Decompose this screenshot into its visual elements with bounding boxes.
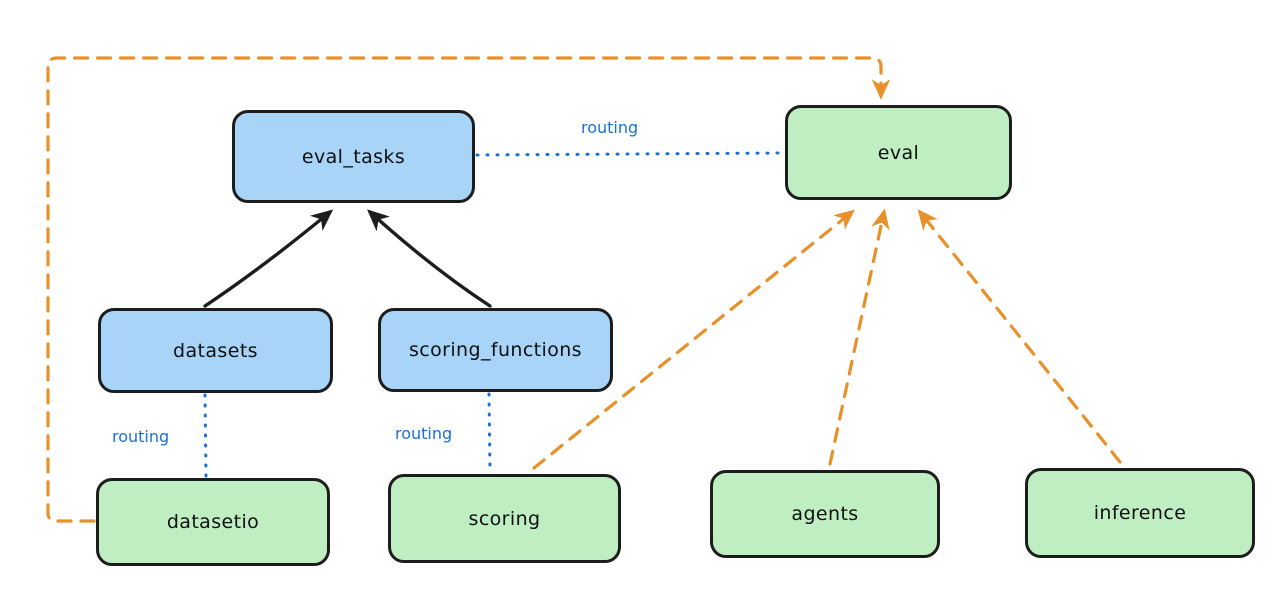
edge-scoring-functions-to-eval-tasks [367, 209, 492, 308]
node-eval-tasks-label: eval_tasks [301, 145, 406, 168]
node-scoring-functions[interactable]: scoring_functions [378, 308, 613, 392]
edge-scoring-to-eval [532, 209, 855, 470]
edge-datasets-to-eval-tasks [203, 209, 334, 308]
edge-datasetio-to-eval [46, 56, 891, 523]
node-scoring-functions-label: scoring_functions [409, 339, 582, 361]
node-eval-tasks[interactable]: eval_tasks [232, 110, 475, 203]
node-inference-label: inference [1093, 502, 1187, 524]
node-agents-label: agents [791, 503, 859, 525]
node-eval-label: eval [877, 141, 920, 164]
edge-agents-to-eval [828, 208, 890, 466]
edge-label-scoring-functions-routing: routing [392, 424, 456, 443]
edge-inference-to-eval [917, 209, 1122, 464]
edge-scoring-functions-to-scoring [487, 392, 492, 474]
edge-label-datasets-routing: routing [109, 427, 173, 446]
node-datasets[interactable]: datasets [98, 308, 333, 393]
edge-label-eval-tasks-routing: routing [578, 118, 642, 137]
edge-datasets-to-datasetio [203, 393, 208, 478]
node-scoring-label: scoring [468, 507, 541, 530]
node-agents[interactable]: agents [710, 470, 940, 558]
node-datasetio-label: datasetio [166, 511, 260, 533]
node-eval[interactable]: eval [785, 105, 1012, 200]
node-scoring[interactable]: scoring [388, 474, 621, 563]
node-inference[interactable]: inference [1025, 468, 1255, 558]
edge-eval-tasks-to-eval [475, 151, 785, 157]
node-datasets-label: datasets [173, 339, 258, 362]
node-datasetio[interactable]: datasetio [96, 478, 330, 566]
